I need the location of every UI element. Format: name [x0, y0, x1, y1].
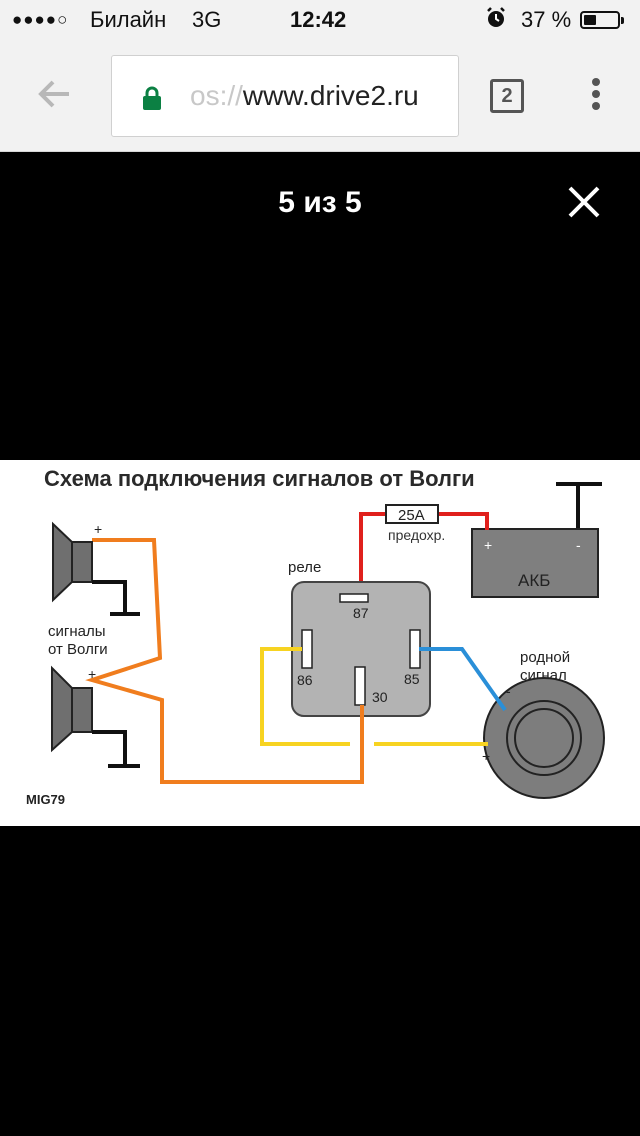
alarm-clock-icon — [485, 6, 507, 36]
pin-85-label: 85 — [404, 671, 420, 687]
native-horn — [483, 677, 605, 799]
url-text: os://www.drive2.ru — [190, 80, 419, 112]
tabs-icon[interactable]: 2 — [490, 79, 524, 113]
relay-pin-86 — [301, 629, 313, 669]
battery-icon — [580, 11, 624, 29]
speakers-label-2: от Волги — [48, 641, 108, 658]
orange-wire — [85, 538, 364, 784]
horn-label-1: родной — [520, 649, 570, 666]
relay-pin-87 — [339, 593, 369, 603]
status-time: 12:42 — [290, 7, 347, 32]
back-arrow-icon[interactable] — [36, 76, 72, 119]
horn-minus: - — [506, 683, 511, 699]
network-type: 3G — [192, 7, 222, 32]
carrier-name: Билайн — [90, 7, 167, 32]
fuse-label: 25А — [398, 507, 425, 524]
speaker-top — [52, 521, 140, 616]
yellow-wire-86 — [260, 647, 350, 746]
lock-icon — [142, 86, 162, 110]
relay-pin-30 — [354, 666, 366, 706]
wiring-diagram-image: Схема подключения сигналов от Волги + - … — [0, 460, 640, 826]
blue-wire — [419, 647, 507, 712]
speaker-top-plus: + — [94, 521, 102, 537]
red-wire — [359, 512, 489, 590]
image-counter: 5 из 5 — [278, 186, 362, 219]
menu-dots-icon[interactable] — [588, 78, 604, 116]
watermark: MIG79 — [26, 792, 65, 807]
fuse-caption: предохр. — [388, 527, 445, 543]
pin-87-label: 87 — [353, 605, 369, 621]
relay-pin-85 — [409, 629, 421, 669]
address-bar[interactable]: os://www.drive2.ru — [111, 55, 459, 137]
diagram-title: Схема подключения сигналов от Волги — [44, 466, 475, 491]
signal-strength: ●●●●○ — [12, 10, 69, 29]
relay-label: реле — [288, 559, 321, 576]
viewer-header: 5 из 5 — [0, 152, 640, 262]
battery-label: АКБ — [518, 571, 550, 590]
speakers-label-1: сигналы — [48, 623, 106, 640]
horn-plus: + — [482, 748, 490, 764]
speaker-bottom-plus: + — [88, 666, 96, 682]
battery-fill — [584, 15, 596, 25]
fuse — [385, 504, 439, 524]
pin-30-label: 30 — [372, 689, 388, 705]
battery-box — [471, 528, 599, 598]
browser-toolbar: os://www.drive2.ru 2 — [0, 40, 640, 152]
speaker-bottom — [51, 665, 140, 768]
ground-symbol-battery — [556, 482, 602, 530]
battery-percent: 37 % — [521, 7, 572, 32]
url-host: www.drive2.ru — [242, 80, 419, 111]
status-bar: ●●●●○ Билайн 3G 12:42 37 % — [0, 0, 640, 40]
battery-plus: + — [484, 537, 492, 553]
battery-minus: - — [576, 537, 581, 553]
url-scheme: os:// — [190, 80, 243, 111]
close-icon[interactable] — [566, 184, 602, 220]
pin-86-label: 86 — [297, 672, 313, 688]
